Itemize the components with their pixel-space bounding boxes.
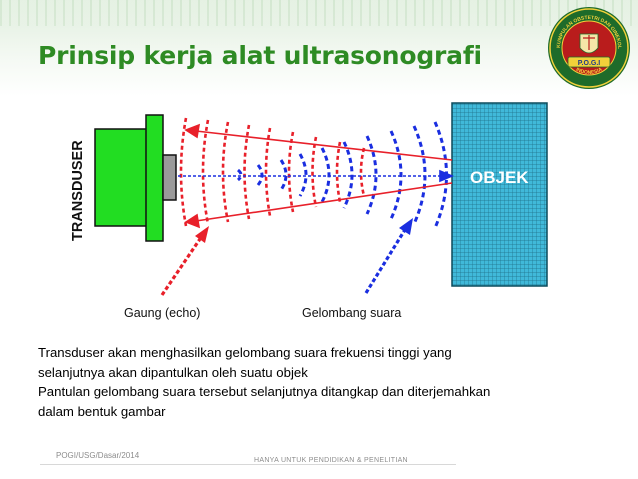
pogi-logo-banner: P.O.G.I (578, 60, 600, 67)
footer-center-text: HANYA UNTUK PENDIDIKAN & PENELITIAN (254, 457, 408, 464)
caption-line-3: Pantulan gelombang suara tersebut selanj… (38, 384, 491, 399)
transducer-body (94, 128, 149, 227)
sound-wave-arcs (236, 121, 448, 229)
echo-arcs (179, 117, 366, 227)
caption-line-2: selanjutnya akan dipantulkan oleh suatu … (38, 364, 308, 380)
echo-label: Gaung (echo) (124, 306, 200, 320)
svg-text:INDONESIA: INDONESIA (575, 67, 604, 76)
transducer-crystal (162, 154, 177, 201)
echo-pointer (160, 226, 209, 296)
caption-line-1: Transduser akan menghasilkan gelombang s… (38, 345, 452, 360)
header-band (0, 0, 638, 96)
sound-beam (178, 169, 455, 183)
pogi-logo: PERKUMPULAN OBSTETRI DAN GINEKOLOGI INDO… (546, 4, 630, 89)
caption-line-4: dalam bentuk gambar (38, 403, 166, 419)
sound-wave-pointer (364, 218, 413, 294)
object-label: OBJEK (470, 168, 529, 187)
footer-left-text: POGI/USG/Dasar/2014 (56, 451, 140, 460)
sound-wave-label: Gelombang suara (302, 306, 401, 320)
footer-divider (40, 464, 456, 465)
object-block (451, 102, 548, 287)
transducer-label: TRANSDUSER (70, 140, 86, 241)
echo-arrows (184, 123, 453, 229)
caption: Transduser akan menghasilkan gelombang s… (38, 343, 618, 421)
transducer-head (145, 114, 164, 242)
slide-title: Prinsip kerja alat ultrasonografi (38, 41, 482, 70)
